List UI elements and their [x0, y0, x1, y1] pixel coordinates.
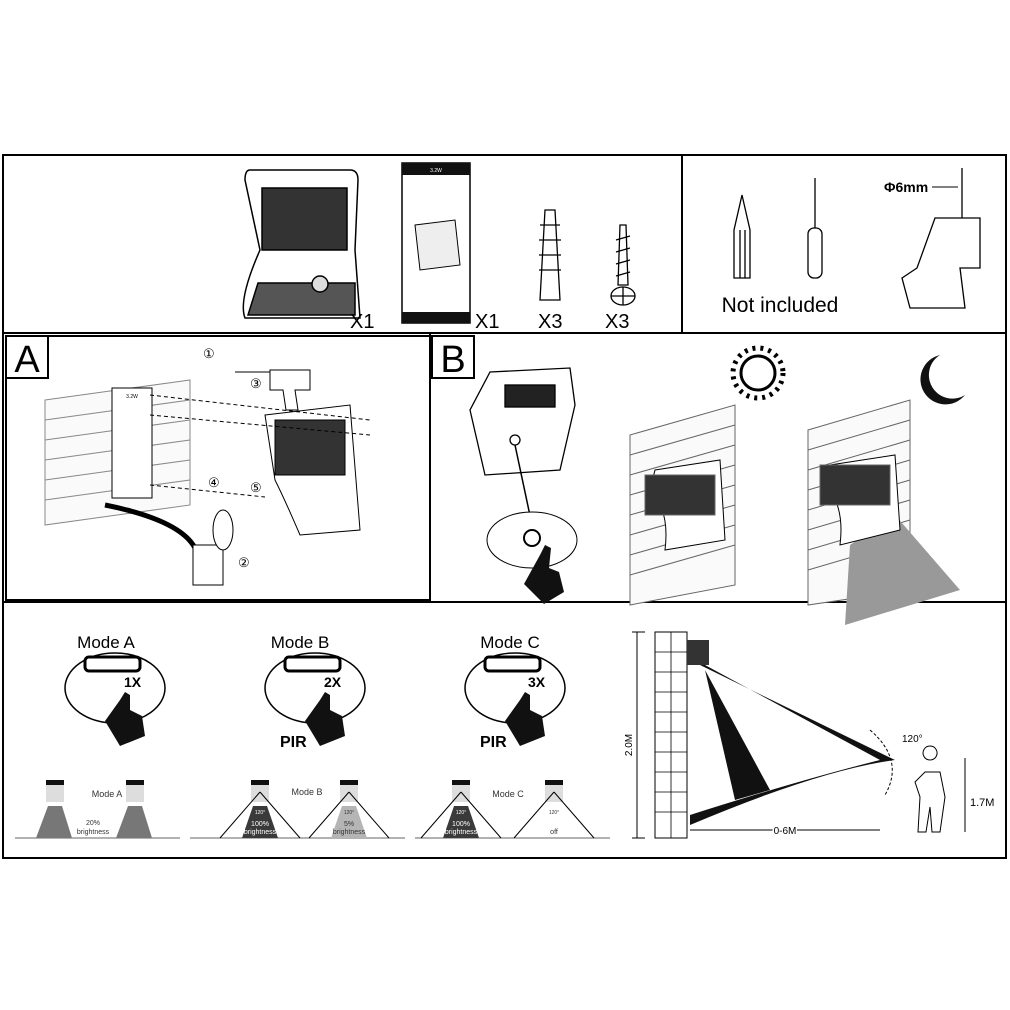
mode-b-off-label: brightness: [333, 829, 366, 836]
mode-a-presses: 1X: [124, 674, 142, 690]
dashed-guides: [149, 394, 371, 498]
section-b-label: B: [440, 339, 465, 381]
detection-angle-label: 120°: [902, 734, 923, 745]
qty-mounting-plate: X1: [475, 311, 499, 333]
mode-b-on: 100%: [251, 821, 269, 828]
step-1: ①: [203, 346, 215, 361]
drill-icon-a: [235, 369, 311, 411]
screwdriver-icon: [807, 178, 823, 279]
plate-label: 3.2W: [430, 168, 442, 174]
solar-light-icon: [242, 169, 361, 319]
drill-size-label: Φ6mm: [884, 179, 928, 195]
section-a-label: A: [14, 339, 40, 381]
screw-icon: [610, 224, 636, 306]
qty-solar-light: X1: [350, 311, 374, 333]
light-beam: [845, 515, 960, 625]
frames: [2, 154, 1007, 859]
mode-a-diagram: Mode A 20% brightness: [15, 780, 180, 839]
mode-c-angle: 120°: [456, 810, 466, 816]
moon-icon: [920, 355, 965, 405]
mode-b-diagram-title: Mode B: [291, 787, 322, 797]
qty-screw: X3: [605, 311, 629, 333]
person-icon: [914, 745, 946, 833]
qty-wall-plug: X3: [538, 311, 562, 333]
mode-a-title: Mode A: [77, 633, 135, 652]
mount-height-label: 2.0M: [624, 734, 635, 756]
person-height-label: 1.7M: [970, 797, 994, 809]
drill-icon: [901, 168, 981, 309]
wall-plug-icon: [539, 209, 561, 301]
mode-c-diagram-title: Mode C: [492, 789, 524, 799]
range-label: 0-6M: [774, 826, 797, 837]
mode-c-on: 100%: [452, 821, 470, 828]
mode-a-brightness: 20%: [86, 820, 100, 827]
step-3: ③: [250, 376, 262, 391]
mode-button-icon[interactable]: [523, 529, 541, 547]
mode-c-title: Mode C: [480, 633, 540, 652]
hand-icon: [524, 545, 564, 604]
sun-icon: [730, 345, 786, 401]
mode-c-angle-2: 120°: [549, 810, 559, 816]
mode-c-panel: Mode C 3X PIR: [464, 633, 566, 751]
arrow-to-bin: [104, 502, 198, 550]
mode-c-diagram: Mode C 120° 120° 100% brightness off: [415, 780, 610, 839]
mounting-plate-icon: [401, 162, 471, 324]
section-b-badge: [431, 335, 475, 379]
mode-b-panel: Mode B 2X PIR: [264, 633, 366, 751]
mode-b-angle-2: 120°: [344, 810, 354, 816]
mode-b-presses: 2X: [324, 674, 342, 690]
bin-icon: [192, 509, 234, 586]
step-5: ⑤: [250, 480, 262, 495]
mode-b-title: Mode B: [271, 633, 330, 652]
mode-b-pir: PIR: [280, 734, 307, 751]
mode-a-brightness-label: brightness: [77, 829, 110, 836]
mode-c-off: off: [550, 829, 558, 836]
wall-night: [807, 399, 960, 625]
step-4: ④: [208, 475, 220, 490]
mode-c-on-label: brightness: [445, 829, 478, 836]
step-2: ②: [238, 555, 250, 570]
mode-b-angle: 120°: [255, 810, 265, 816]
pencil-icon: [733, 194, 751, 279]
mounting-plate-on-wall: [111, 387, 153, 499]
plate-label-a: 3.2W: [126, 394, 138, 400]
not-included-label: Not included: [722, 294, 839, 317]
mode-b-diagram: Mode B 120° 120° 100% brightness 5% brig…: [190, 780, 405, 839]
light-back-view: [469, 367, 576, 476]
mode-b-on-label: brightness: [244, 829, 277, 836]
mode-c-pir: PIR: [480, 734, 507, 751]
detection-diagram: 2.0M 0-6M 120° 1.7M: [624, 631, 994, 839]
mode-a-diagram-title: Mode A: [92, 789, 123, 799]
wall-day: [629, 404, 736, 606]
mode-c-presses: 3X: [528, 674, 546, 690]
section-a-badge: [5, 335, 49, 379]
mode-a-panel: Mode A 1X: [64, 633, 166, 746]
light-unit-a: [264, 404, 361, 536]
mode-b-off: 5%: [344, 821, 354, 828]
